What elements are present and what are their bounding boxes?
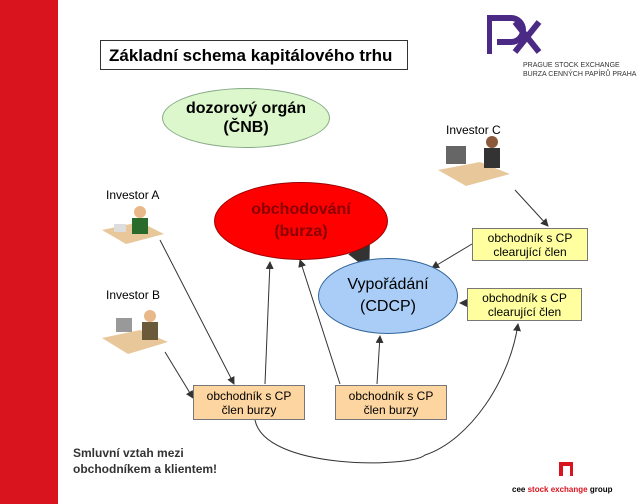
exchange-member-box-1: obchodník s CP člen burzy — [193, 385, 305, 420]
investor-c-icon — [438, 136, 510, 186]
investor-b-label: Investor B — [106, 288, 161, 302]
cee-logo-icon — [559, 462, 573, 476]
arrow-investor-c — [514, 189, 549, 227]
footer-part2: stock exchange — [527, 485, 588, 494]
logo-line2: BURZA CENNÝCH PAPÍRŮ PRAHA — [523, 71, 637, 78]
footer-brand: cee stock exchange group — [512, 485, 613, 494]
px-logo-icon — [486, 15, 542, 54]
investor-c-label: Investor C — [446, 123, 501, 137]
exchange-member-box-2: obchodník s CP člen burzy — [335, 385, 447, 420]
pse-logo: PRAGUE STOCK EXCHANGE BURZA CENNÝCH PAPÍ… — [486, 14, 637, 79]
supervisor-node: dozorový orgán (ČNB) — [162, 88, 330, 148]
footer-part1: cee — [512, 485, 528, 494]
red-side-bar — [0, 0, 58, 504]
slide-title: Základní schema kapitálového trhu — [100, 40, 408, 70]
arrow-investor-a — [159, 239, 235, 385]
arrow-member1-trading — [264, 261, 274, 385]
trading-node: obchodování (burza) — [214, 182, 388, 260]
arrow-curve-clearing2 — [254, 323, 521, 464]
clearing-member-box-1: obchodník s CP clearující člen — [472, 228, 588, 261]
investor-a-icon — [102, 206, 164, 244]
contract-note: Smluvní vztah mezi obchodníkem a kliente… — [73, 446, 218, 476]
footer-part3: group — [587, 485, 613, 494]
investor-a-label: Investor A — [106, 188, 160, 202]
arrow-member2-settlement — [375, 335, 384, 385]
settlement-node: Vypořádání (CDCP) — [318, 258, 458, 334]
logo-line1: PRAGUE STOCK EXCHANGE — [523, 62, 620, 69]
arrow-clearing1-settlement — [431, 243, 473, 269]
arrow-investor-b — [164, 351, 194, 399]
clearing-member-box-2: obchodník s CP clearující člen — [467, 288, 582, 321]
investor-b-icon — [102, 310, 168, 354]
arrow-member2-trading — [298, 259, 341, 385]
